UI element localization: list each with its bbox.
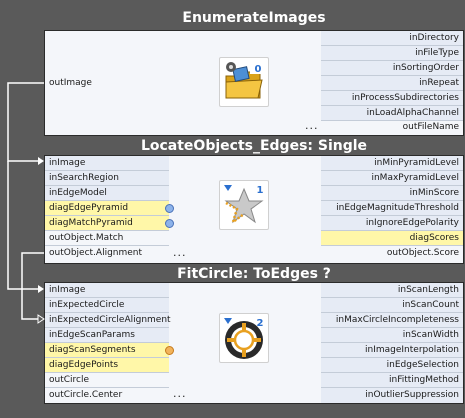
port-in-image-interpolation[interactable]: inImageInterpolation <box>321 343 463 358</box>
wire-outimage-to-locate <box>7 82 44 162</box>
port-out-object-match[interactable]: outObject.Match <box>45 231 169 246</box>
block-locate-objects[interactable]: inImage inSearchRegion inEdgeModel diagE… <box>44 155 464 264</box>
ellipsis-fit[interactable]: ... <box>173 387 187 400</box>
port-diag-edge-pyramid[interactable]: diagEdgePyramid <box>45 201 174 216</box>
port-diag-scan-segments-label: diagScanSegments <box>49 345 136 355</box>
port-out-object-alignment[interactable]: outObject.Alignment <box>49 248 143 258</box>
folder-images-icon: 0 <box>219 57 269 107</box>
block-enumerate-images[interactable]: outImage inDirectory inFileType inSortin… <box>44 30 464 136</box>
port-diag-match-pyramid[interactable]: diagMatchPyramid <box>45 216 174 231</box>
star-edges-icon: 1 <box>219 180 269 230</box>
circle-fit-icon: 2 <box>219 313 269 363</box>
diag-indicator-icon <box>165 219 174 228</box>
port-in-max-circle-incompleteness[interactable]: inMaxCircleIncompleteness <box>321 313 463 328</box>
port-in-scan-width[interactable]: inScanWidth <box>321 328 463 343</box>
port-in-min-score[interactable]: inMinScore <box>321 186 463 201</box>
port-in-edge-magnitude-threshold[interactable]: inEdgeMagnitudeThreshold <box>321 201 463 216</box>
port-in-sorting-order[interactable]: inSortingOrder <box>321 61 463 76</box>
port-diag-scan-segments[interactable]: diagScanSegments <box>45 343 174 358</box>
port-in-fitting-method[interactable]: inFittingMethod <box>321 373 463 388</box>
diag-indicator-icon <box>165 204 174 213</box>
port-in-min-pyramid-level[interactable]: inMinPyramidLevel <box>321 156 463 171</box>
port-in-outlier-suppression[interactable]: inOutlierSuppression <box>321 388 463 403</box>
port-in-search-region[interactable]: inSearchRegion <box>45 171 169 186</box>
port-in-edge-selection[interactable]: inEdgeSelection <box>321 358 463 373</box>
port-in-repeat[interactable]: inRepeat <box>321 76 463 91</box>
port-in-scan-length[interactable]: inScanLength <box>321 283 463 298</box>
wire-outimage-to-fit <box>7 161 38 290</box>
order-badge: 1 <box>257 185 264 196</box>
port-in-image-locate[interactable]: inImage <box>45 156 169 171</box>
order-badge: 2 <box>257 318 264 329</box>
port-in-expected-circle-alignment[interactable]: inExpectedCircleAlignment <box>45 313 171 328</box>
port-in-max-pyramid-level[interactable]: inMaxPyramidLevel <box>321 171 463 186</box>
port-in-expected-circle[interactable]: inExpectedCircle <box>45 298 169 313</box>
port-diag-scores[interactable]: diagScores <box>321 231 463 246</box>
port-out-object-score[interactable]: outObject.Score <box>386 248 459 258</box>
ellipsis-locate[interactable]: ... <box>173 246 187 259</box>
ellipsis-enumerate[interactable]: ... <box>305 119 319 132</box>
port-in-directory[interactable]: inDirectory <box>321 31 463 46</box>
port-diag-match-pyramid-label: diagMatchPyramid <box>49 218 133 228</box>
block-title-locate-objects: LocateObjects_Edges: Single <box>140 138 368 154</box>
block-title-enumerate-images: EnumerateImages <box>182 10 326 26</box>
port-diag-edge-pyramid-label: diagEdgePyramid <box>49 203 129 213</box>
diag-indicator-icon <box>165 346 174 355</box>
port-out-file-name[interactable]: outFileName <box>402 122 459 132</box>
order-badge: 0 <box>255 64 262 75</box>
wire-alignment-to-fit <box>21 252 44 320</box>
port-in-file-type[interactable]: inFileType <box>321 46 463 61</box>
port-in-ignore-edge-polarity[interactable]: inIgnoreEdgePolarity <box>321 216 463 231</box>
port-out-circle-center[interactable]: outCircle.Center <box>49 390 123 400</box>
port-in-scan-count[interactable]: inScanCount <box>321 298 463 313</box>
port-in-edge-model[interactable]: inEdgeModel <box>45 186 169 201</box>
port-in-edge-scan-params[interactable]: inEdgeScanParams <box>45 328 169 343</box>
port-out-circle[interactable]: outCircle <box>45 373 169 388</box>
port-diag-edge-points[interactable]: diagEdgePoints <box>45 358 169 373</box>
port-in-image-fit[interactable]: inImage <box>45 283 169 298</box>
block-fit-circle[interactable]: inImage inExpectedCircle inExpectedCircl… <box>44 282 464 404</box>
block-title-fit-circle: FitCircle: ToEdges ? <box>177 266 331 282</box>
port-in-process-subdirectories[interactable]: inProcessSubdirectories <box>321 91 463 106</box>
port-in-load-alpha-channel[interactable]: inLoadAlphaChannel <box>321 106 463 121</box>
port-out-image[interactable]: outImage <box>49 78 92 88</box>
